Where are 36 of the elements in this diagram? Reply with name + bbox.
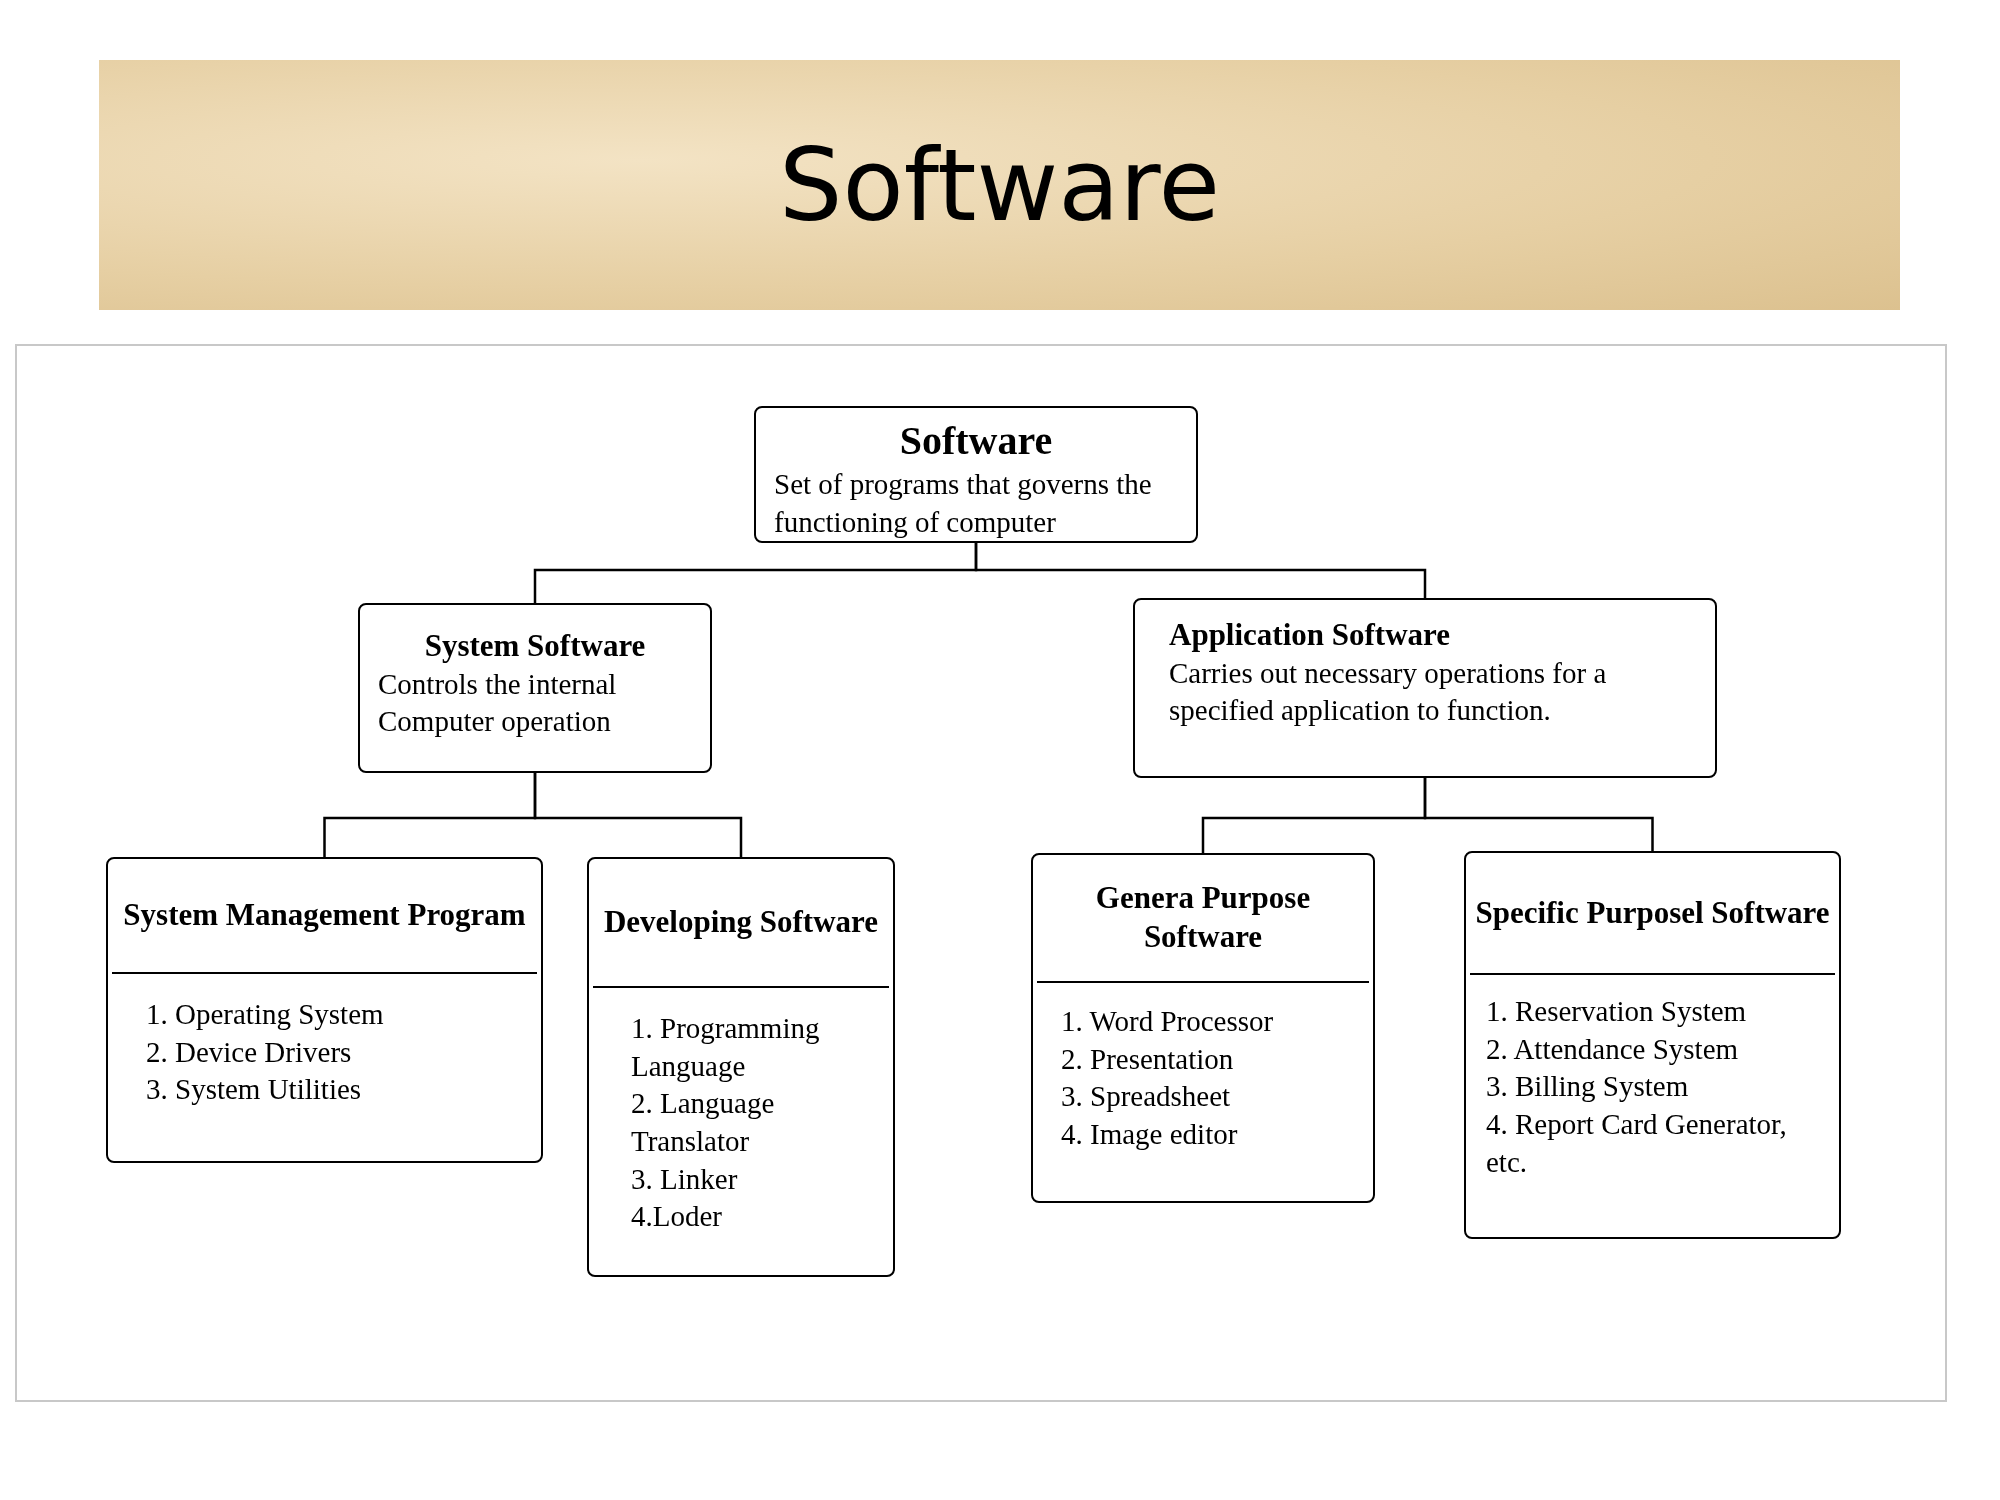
box-description: Controls the internal Computer operation [378,666,618,740]
list-item: 3. Linker [631,1161,739,1197]
list-item: 2. Language Translator [631,1086,776,1160]
box-description: Set of programs that governs the functioning of computer [774,467,1153,540]
category-box [1133,598,1717,778]
box-heading: Developing Software [603,903,879,942]
list-item: 1. Operating System [146,997,385,1032]
list-item: 3. System Utilities [146,1072,363,1108]
box-heading: System Management Program [123,896,526,935]
list-item: 2. Presentation [1061,1041,1235,1077]
box-description: Carries out necessary operations for a specified application to function. [1169,655,1608,729]
list-item: 4.Loder [631,1199,723,1235]
box-heading: Application Software [1169,616,1451,654]
category-box [587,857,895,1277]
list-item: 2. Attendance System [1486,1031,1740,1067]
category-box [754,406,1198,543]
list-item: 3. Billing System [1486,1069,1690,1105]
category-box [106,857,543,1163]
category-box [1464,851,1841,1239]
category-box [358,603,712,773]
box-heading: System Software [423,627,647,665]
slide-title: Software [779,126,1220,244]
category-box [1031,853,1375,1203]
list-item: 3. Spreadsheet [1061,1079,1232,1115]
list-item: 1. Programming Language [631,1011,821,1084]
list-item: 1. Word Processor [1061,1004,1275,1039]
box-heading: Software [898,417,1054,465]
connector-line [974,543,1427,598]
connector-line [533,773,743,857]
list-item: 2. Device Drivers [146,1034,353,1070]
connector-line [1423,778,1654,851]
list-item: 4. Report Card Generator, etc. [1486,1107,1788,1180]
box-heading: Genera Purpose Software [1094,879,1312,956]
list-item: 1. Reservation System [1486,994,1748,1029]
list-item: 4. Image editor [1061,1117,1239,1153]
box-heading: Specific Purposel Software [1475,893,1830,932]
